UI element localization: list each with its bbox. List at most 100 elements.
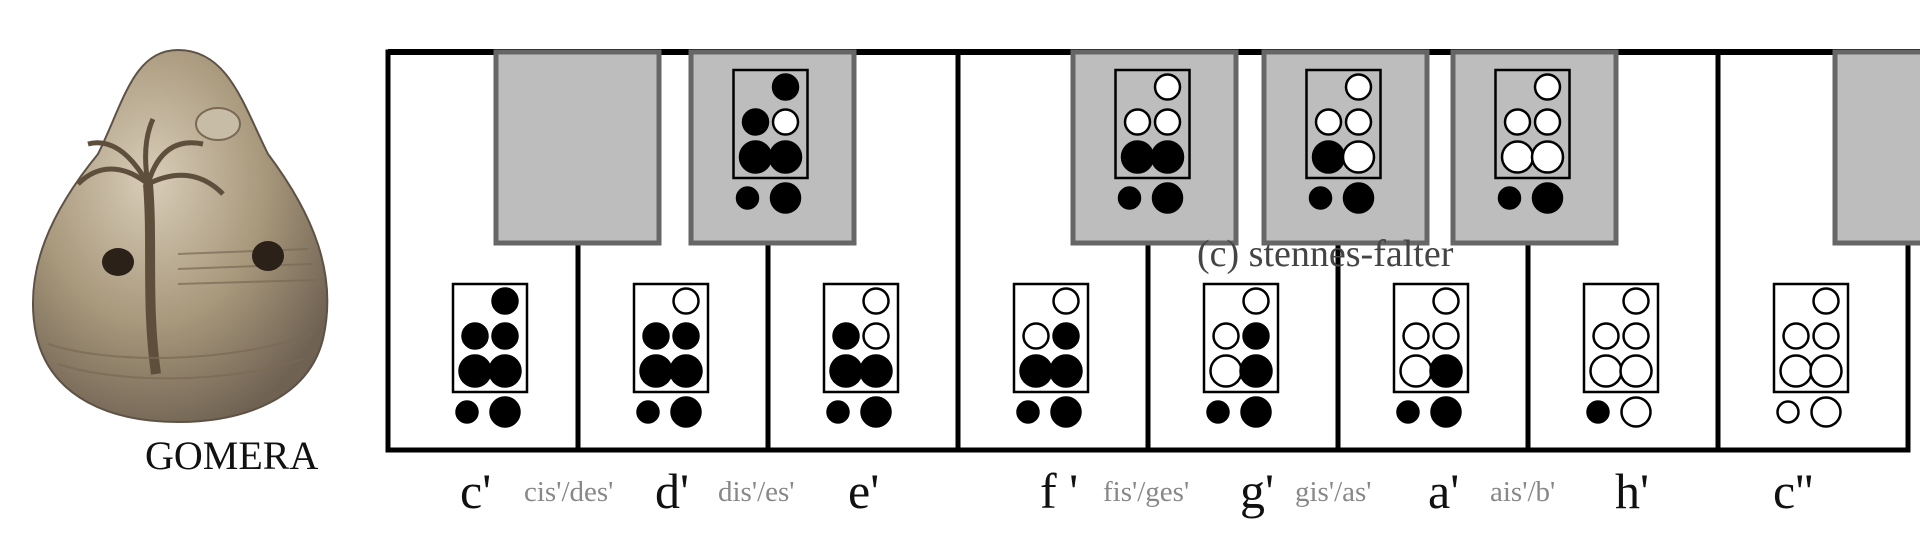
white-key-7-fingering-frame — [1582, 282, 1660, 394]
palm-trunk — [143, 183, 161, 375]
palm-fronds — [76, 117, 225, 196]
black-key-2-fingering-frame — [732, 68, 809, 180]
white-key-5-fingering-hole-thumb-left — [1206, 400, 1230, 424]
black-key-3-fingering-hole-top — [1153, 73, 1182, 101]
white-key-label-1: c' — [460, 463, 492, 519]
white-key-5-fingering-hole-thumb-right — [1240, 396, 1272, 428]
black-key-2-fingering-hole-low-right — [768, 140, 803, 174]
white-key-8-fingering-frame — [1772, 282, 1850, 394]
black-key-5-fingering-hole-low-left — [1500, 140, 1535, 174]
white-key-2-fingering-hole-mid-left — [642, 322, 670, 350]
black-key-3-fingering-hole-mid-right — [1153, 108, 1182, 136]
white-key-6-fingering-hole-mid-right — [1432, 322, 1460, 350]
white-key-2-fingering-hole-mid-right — [672, 322, 700, 350]
black-key-3-fingering-hole-low-left — [1120, 140, 1155, 174]
white-key-label-4: f ' — [1040, 463, 1079, 519]
white-key-5-fingering-frame — [1202, 282, 1280, 394]
white-key-8-fingering-hole-thumb-left — [1776, 400, 1800, 424]
white-key-6-fingering-hole-thumb-right — [1430, 396, 1462, 428]
white-key-7-fingering-hole-low-right — [1619, 354, 1653, 388]
ocarina-hole-left — [102, 248, 134, 276]
white-key-label-5: g' — [1240, 463, 1275, 519]
white-key-7-fingering-hole-thumb-left — [1586, 400, 1610, 424]
white-key-6-fingering-hole-low-right — [1429, 354, 1463, 388]
white-key-3-fingering-frame — [822, 282, 900, 394]
white-key-5-fingering-hole-top — [1242, 287, 1270, 315]
black-key-5-fingering-hole-mid-left — [1503, 108, 1532, 136]
black-key-4-fingering-hole-mid-left — [1314, 108, 1343, 136]
black-key-1 — [493, 49, 662, 246]
carved-lines — [47, 248, 317, 380]
white-key-8-fingering-hole-top — [1812, 287, 1840, 315]
white-key-4-fingering-hole-low-right — [1049, 354, 1083, 388]
white-key-5-fingering-hole-low-right — [1239, 354, 1273, 388]
black-key-3-fingering-hole-thumb-right — [1151, 182, 1184, 214]
black-key-2-fingering-hole-top — [771, 73, 800, 101]
black-key-5-fingering-hole-top — [1533, 73, 1562, 101]
black-key-2-fingering-hole-mid-left — [741, 108, 770, 136]
black-key-4-fingering-hole-mid-right — [1344, 108, 1373, 136]
white-key-label-6: a' — [1428, 463, 1460, 519]
white-key-2-fingering-hole-top — [672, 287, 700, 315]
copyright-text: (c) stennes-falter — [1197, 233, 1454, 275]
white-key-1-fingering-hole-thumb-right — [489, 396, 521, 428]
white-key-label-3: e' — [848, 463, 880, 519]
white-key-1-fingering-hole-mid-left — [461, 322, 489, 350]
white-key-2-fingering-frame — [632, 282, 710, 394]
ocarina-mouthpiece — [195, 107, 241, 141]
black-key-label-5: ais'/b' — [1490, 476, 1556, 508]
black-key-5-fingering-hole-low-right — [1530, 140, 1565, 174]
black-key-5-fingering-frame — [1494, 68, 1571, 180]
white-key-8-fingering-hole-mid-left — [1782, 322, 1810, 350]
white-key-3-fingering-hole-mid-left — [832, 322, 860, 350]
white-key-4-fingering-hole-mid-left — [1022, 322, 1050, 350]
white-key-4-fingering-hole-low-left — [1019, 354, 1053, 388]
black-key-4-fingering-hole-thumb-right — [1342, 182, 1375, 214]
white-key-8-fingering-hole-thumb-right — [1810, 396, 1842, 428]
black-key-label-4: gis'/as' — [1295, 476, 1372, 508]
white-key-3-fingering-hole-thumb-left — [826, 400, 850, 424]
white-key-5-fingering-hole-low-left — [1209, 354, 1243, 388]
black-key-6 — [1832, 49, 1920, 246]
white-key-1-fingering-hole-low-right — [488, 354, 522, 388]
white-key-2-fingering-hole-thumb-left — [636, 400, 660, 424]
white-key-7-fingering-hole-mid-left — [1592, 322, 1620, 350]
white-key-7-fingering-hole-thumb-right — [1620, 396, 1652, 428]
black-key-5-fingering-hole-thumb-right — [1531, 182, 1564, 214]
white-key-label-8: c'' — [1773, 463, 1814, 519]
black-key-2-fingering-hole-mid-right — [771, 108, 800, 136]
black-key-4-fingering-frame — [1305, 68, 1382, 180]
black-key-3-fingering-hole-low-right — [1150, 140, 1185, 174]
white-key-8-fingering-hole-low-left — [1779, 354, 1813, 388]
black-key-label-2: dis'/es' — [718, 476, 795, 508]
white-key-5-fingering-hole-mid-left — [1212, 322, 1240, 350]
white-key-5-fingering-hole-mid-right — [1242, 322, 1270, 350]
white-key-8-fingering-hole-low-right — [1809, 354, 1843, 388]
black-key-label-3: fis'/ges' — [1103, 476, 1190, 508]
white-key-3-fingering-hole-low-right — [859, 354, 893, 388]
white-key-2-fingering-hole-low-left — [639, 354, 673, 388]
white-key-7-fingering-hole-top — [1622, 287, 1650, 315]
white-key-1-fingering-hole-top — [491, 287, 519, 315]
white-key-label-7: h' — [1615, 463, 1650, 519]
black-key-4-fingering-hole-top — [1344, 73, 1373, 101]
white-key-8-fingering-hole-mid-right — [1812, 322, 1840, 350]
black-key-2-fingering-hole-low-left — [738, 140, 773, 174]
white-key-3-fingering-hole-mid-right — [862, 322, 890, 350]
white-key-4-fingering-frame — [1012, 282, 1090, 394]
white-key-2-fingering-hole-low-right — [669, 354, 703, 388]
white-key-1-fingering-frame — [451, 282, 529, 394]
white-key-7-fingering-hole-mid-right — [1622, 322, 1650, 350]
black-key-label-1: cis'/des' — [524, 476, 614, 508]
white-key-3-fingering-hole-low-left — [829, 354, 863, 388]
white-key-6-fingering-hole-mid-left — [1402, 322, 1430, 350]
black-key-4-fingering-hole-low-left — [1311, 140, 1346, 174]
white-key-3-fingering-hole-thumb-right — [860, 396, 892, 428]
black-key-3-fingering-hole-thumb-left — [1117, 186, 1142, 210]
black-key-3-fingering-hole-mid-left — [1123, 108, 1152, 136]
white-key-3-fingering-hole-top — [862, 287, 890, 315]
ocarina-illustration — [32, 48, 329, 424]
black-key-2-fingering-hole-thumb-right — [769, 182, 802, 214]
black-key-5-fingering-hole-mid-right — [1533, 108, 1562, 136]
